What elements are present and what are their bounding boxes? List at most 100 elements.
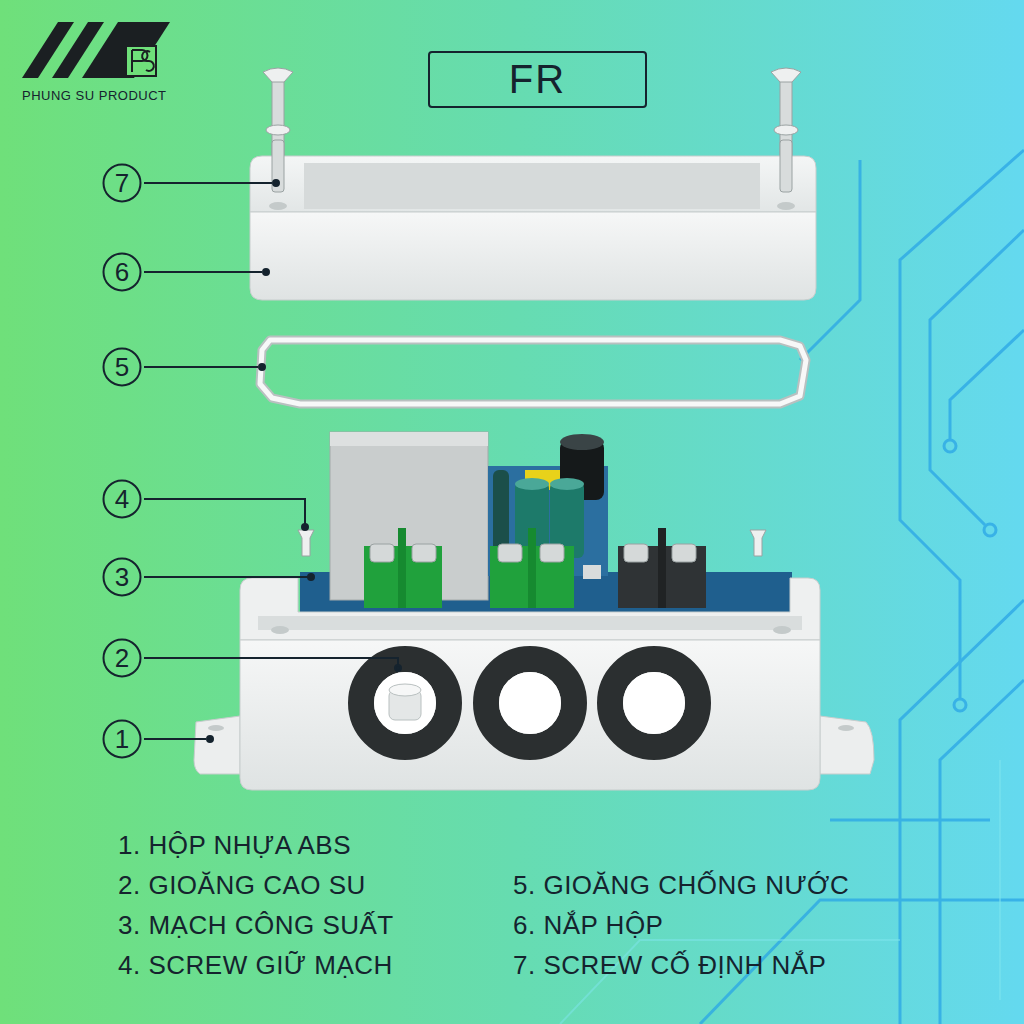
part-list-item: 5. GIOĂNG CHỐNG NƯỚC [513, 870, 849, 901]
screw-hole [269, 202, 287, 210]
flange [194, 716, 240, 774]
callout-number: 6 [115, 259, 129, 285]
callout-number: 2 [115, 645, 129, 671]
trace [930, 230, 1024, 525]
brand-name: PHUNG SU PRODUCT [22, 88, 167, 104]
logo-letters-shape [132, 50, 154, 72]
screw [298, 530, 314, 556]
leader-dot [308, 574, 314, 580]
trace [999, 760, 1001, 1000]
terminal-screw [672, 544, 696, 562]
trace [940, 680, 1024, 1024]
terminal-screws [370, 544, 696, 562]
flange-hole [838, 725, 854, 731]
lid-recess [304, 163, 760, 209]
box-front [240, 640, 820, 790]
terminal-screw [412, 544, 436, 562]
callout-number: 1 [115, 726, 129, 752]
trace [900, 600, 1024, 1024]
leader-line [144, 499, 305, 524]
grommet [361, 659, 449, 747]
logo-mark [126, 46, 156, 76]
lid [250, 140, 816, 300]
leader-line [144, 182, 272, 184]
callout-circle: 2 [102, 638, 142, 678]
leader-line [144, 366, 258, 368]
part-list-item: 1. HỘP NHỰA ABS [118, 830, 351, 861]
leader-dot [263, 269, 269, 275]
gasket-ring [260, 340, 806, 404]
gasket-ring-shadow [260, 340, 806, 404]
terminal-screw [498, 544, 522, 562]
title: FR [509, 57, 566, 102]
callout-circle: 5 [102, 347, 142, 387]
leader-dot [273, 180, 279, 186]
capacitor-top [560, 434, 604, 450]
lid-front [250, 212, 816, 300]
trace-pad [984, 524, 996, 536]
circle-border [104, 559, 141, 596]
rubber-grommets [361, 659, 698, 747]
pcb-screws [298, 530, 766, 556]
callout-circle: 7 [102, 163, 142, 203]
trace-pad [954, 699, 966, 711]
circle-border [104, 481, 141, 518]
screw-shank [780, 140, 792, 192]
logo [22, 22, 170, 78]
box-inner-ledge [258, 616, 802, 630]
capacitor-top [515, 478, 549, 490]
leader-lines [144, 180, 401, 742]
leader-dot [207, 736, 213, 742]
callout-circle: 1 [102, 719, 142, 759]
screw-hole [773, 626, 791, 634]
circle-border [104, 165, 141, 202]
callout-number: 7 [115, 170, 129, 196]
circle-border [104, 640, 141, 677]
leader-line [144, 658, 398, 666]
terminal-screw [540, 544, 564, 562]
leader-dot [259, 364, 265, 370]
grommet-sleeve-top [389, 684, 421, 696]
trace [830, 819, 990, 822]
grommet [610, 659, 698, 747]
flange [820, 716, 874, 774]
terminal-divider [658, 528, 666, 608]
screw-hole [777, 202, 795, 210]
screw [750, 530, 766, 556]
circle-border [104, 721, 141, 758]
screw-head [263, 68, 293, 82]
box-rim [240, 578, 820, 640]
title-frame [429, 52, 646, 107]
flange-hole [208, 725, 224, 731]
part-list-item: 3. MẠCH CÔNG SUẤT [118, 910, 394, 941]
part-list-item: 4. SCREW GIỮ MẠCH [118, 950, 393, 981]
callout-circle: 4 [102, 479, 142, 519]
power-circuit [298, 432, 792, 612]
abs-box [194, 578, 874, 790]
screw-hole [271, 626, 289, 634]
terminal-divider [398, 528, 406, 608]
grommet-hole [623, 672, 685, 734]
callout-number: 4 [115, 486, 129, 512]
part-list-item: 2. GIOĂNG CAO SU [118, 870, 366, 901]
trace [950, 330, 1024, 440]
callout-circle: 6 [102, 252, 142, 292]
component [583, 565, 601, 579]
capacitor-top [550, 478, 584, 490]
trace-pad [944, 440, 956, 452]
leader-line [144, 738, 206, 740]
screw-washer [774, 125, 798, 135]
terminal-divider [528, 528, 536, 608]
callout-number: 5 [115, 354, 129, 380]
circle-border [104, 254, 141, 291]
logo-stripe [82, 22, 170, 78]
leader-dot [395, 665, 401, 671]
grommet-hole [499, 672, 561, 734]
circle-border [104, 349, 141, 386]
part-list-item: 6. NẮP HỘP [513, 910, 663, 941]
callout-number: 3 [115, 564, 129, 590]
transformer-top [330, 432, 488, 446]
grommet-hole [374, 672, 436, 734]
lid-top [250, 156, 816, 212]
